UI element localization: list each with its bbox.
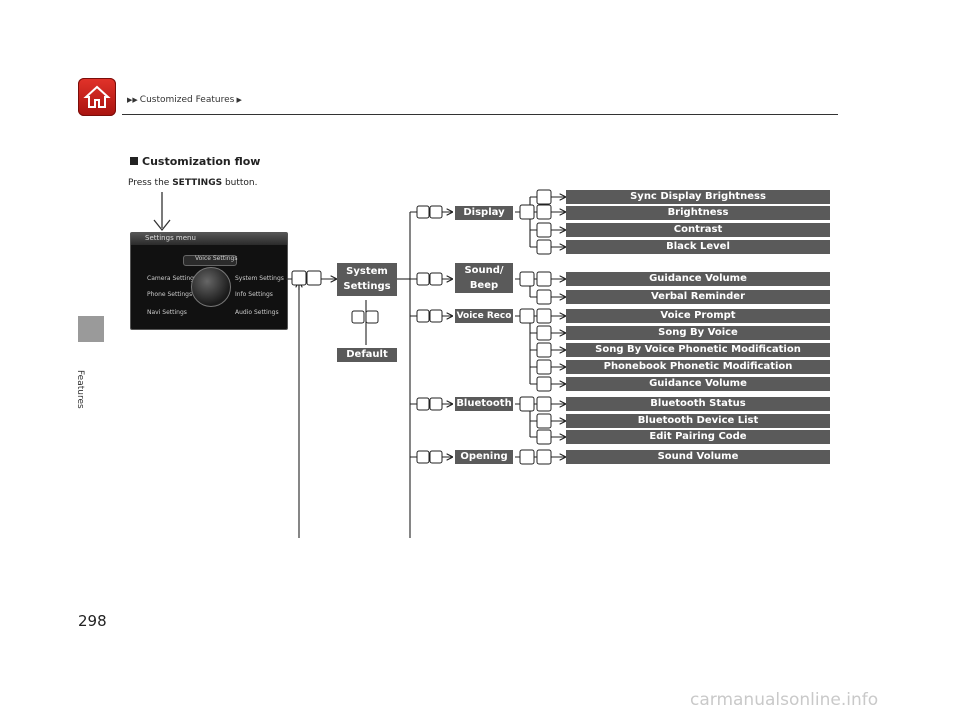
category-voice-reco[interactable]: Voice Reco [455,309,513,323]
leaf-bluetooth-status[interactable]: Bluetooth Status [566,397,830,411]
leaf-edit-pairing-code[interactable]: Edit Pairing Code [566,430,830,444]
leaf-verbal-reminder[interactable]: Verbal Reminder [566,290,830,304]
screen-item-label: System Settings [235,275,284,282]
screen-item-label: Camera Settings [147,275,198,282]
screen-item-label: Audio Settings [235,309,279,316]
leaf-contrast[interactable]: Contrast [566,223,830,237]
leaf-phonebook-phonetic[interactable]: Phonebook Phonetic Modification [566,360,830,374]
page-number: 298 [78,612,107,630]
screen-title-bar: Settings menu [131,233,287,245]
screen-item-label: Info Settings [235,291,273,298]
category-opening[interactable]: Opening [455,450,513,464]
settings-menu-screen: Settings menu Voice Settings Camera Sett… [130,232,288,330]
category-sound-beep[interactable]: Sound/ Beep [455,263,513,293]
leaf-song-by-voice[interactable]: Song By Voice [566,326,830,340]
section-title: Customization flow [130,155,260,168]
leaf-sync-display-brightness[interactable]: Sync Display Brightness [566,190,830,204]
square-bullet-icon [130,157,138,165]
screen-item-label: Voice Settings [195,255,238,262]
category-bluetooth[interactable]: Bluetooth [455,397,513,411]
category-display[interactable]: Display [455,206,513,220]
system-settings-box[interactable]: System Settings [337,263,397,296]
screen-item-top [183,255,237,266]
leaf-bluetooth-device-list[interactable]: Bluetooth Device List [566,414,830,428]
screen-item-label: Phone Settings [147,291,193,298]
home-button[interactable] [78,78,116,116]
breadcrumb-arrow-icon: ▶ [234,96,242,104]
leaf-sound-volume[interactable]: Sound Volume [566,450,830,464]
leaf-guidance-volume-2[interactable]: Guidance Volume [566,377,830,391]
breadcrumb-arrow-icon: ▶▶ [127,96,138,104]
instruction-text: Press the SETTINGS button. [128,178,258,188]
instruction-arrow [153,192,171,232]
sidebar-tab[interactable] [78,316,104,342]
leaf-brightness[interactable]: Brightness [566,206,830,220]
header-divider [122,114,838,115]
watermark: carmanualsonline.info [690,690,879,710]
leaf-voice-prompt[interactable]: Voice Prompt [566,309,830,323]
default-box[interactable]: Default [337,348,397,362]
leaf-guidance-volume[interactable]: Guidance Volume [566,272,830,286]
home-icon [83,85,111,108]
leaf-black-level[interactable]: Black Level [566,240,830,254]
interface-dial-knob [191,267,231,307]
breadcrumb[interactable]: ▶▶Customized Features ▶ [127,95,242,105]
leaf-song-by-voice-phonetic[interactable]: Song By Voice Phonetic Modification [566,343,830,357]
screen-item-label: Navi Settings [147,309,187,316]
